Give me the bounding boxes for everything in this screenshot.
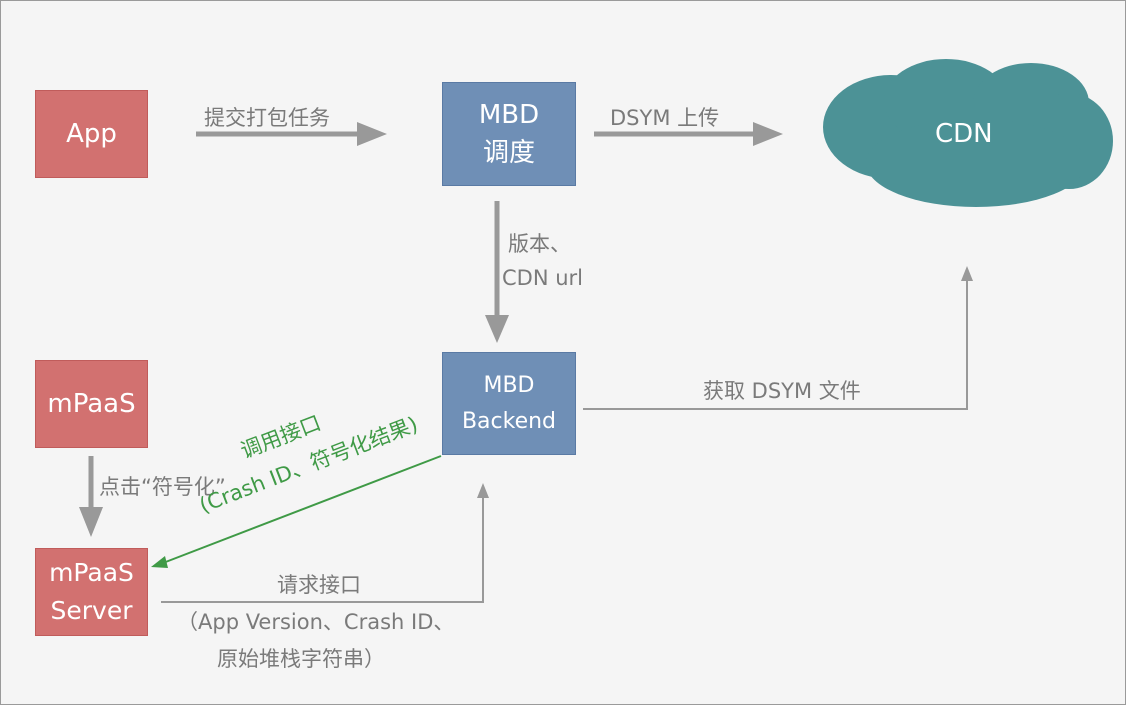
- edge-label-server-to-backend-line3: 原始堆栈字符串）: [217, 647, 385, 671]
- edge-label-backend-to-cdn: 获取 DSYM 文件: [703, 379, 861, 403]
- arrowhead-backend-to-server: [151, 556, 168, 568]
- node-mpaas-server-line1: mPaaS: [49, 558, 134, 587]
- arrowhead-app-to-mbd: [357, 122, 387, 146]
- node-app: App: [35, 90, 148, 178]
- edge-label-mbd-to-cdn: DSYM 上传: [610, 106, 720, 130]
- node-mbd-dispatch-line1: MBD: [478, 100, 540, 130]
- edge-label-server-to-backend: 请求接口 （App Version、Crash ID、 原始堆栈字符串）: [177, 567, 454, 678]
- arrow-backend-to-server: [162, 455, 442, 564]
- edge-label-mbd-to-backend: 版本、 CDN url: [502, 227, 583, 295]
- node-mbd-dispatch: MBD 调度: [442, 82, 576, 186]
- edge-label-server-to-backend-line2: （App Version、Crash ID、: [177, 610, 455, 634]
- arrowhead-server-to-backend: [477, 483, 489, 498]
- node-app-label: App: [66, 119, 117, 149]
- node-mbd-backend-line2: Backend: [461, 408, 557, 434]
- arrowhead-mbd-to-cdn: [753, 122, 783, 146]
- node-mpaas-server: mPaaS Server: [35, 548, 148, 636]
- arrowhead-backend-to-cdn: [961, 266, 973, 281]
- node-mbd-backend-line1: MBD: [483, 372, 535, 398]
- edge-label-app-to-mbd: 提交打包任务: [204, 106, 330, 130]
- edge-label-server-to-backend-line1: 请求接口: [277, 573, 361, 597]
- edge-label-mbd-to-backend-line1: 版本、: [508, 232, 571, 256]
- node-mbd-backend: MBD Backend: [442, 352, 576, 455]
- edge-label-mbd-to-backend-line2: CDN url: [502, 266, 583, 290]
- arrow-server-to-backend: [161, 495, 484, 603]
- node-mpaas-label: mPaaS: [47, 389, 136, 419]
- cdn-cloud: [823, 59, 1113, 207]
- arrowhead-mpaas-to-server: [79, 507, 103, 537]
- node-mpaas-server-line2: Server: [50, 596, 133, 625]
- node-mpaas: mPaaS: [35, 360, 148, 448]
- edge-label-mpaas-to-server: 点击“符号化”: [99, 475, 226, 499]
- arrowhead-mbd-to-backend: [485, 315, 509, 343]
- node-cdn-label: CDN: [935, 119, 993, 149]
- node-mbd-dispatch-line2: 调度: [482, 138, 535, 168]
- arrow-backend-to-cdn: [583, 277, 968, 410]
